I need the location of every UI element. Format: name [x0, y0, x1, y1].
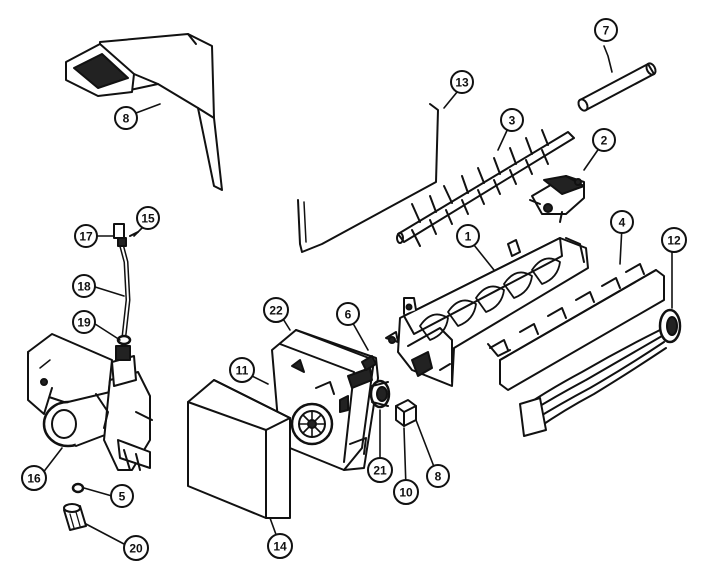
callout-10: 10 [393, 479, 419, 505]
part-fill-tube [113, 223, 139, 346]
callout-label: 3 [509, 114, 516, 128]
callout-13: 13 [450, 70, 474, 94]
callout-4: 4 [610, 210, 634, 234]
part-fill-duct [65, 33, 223, 191]
callout-7: 7 [594, 18, 618, 42]
callout-8-top: 8 [114, 106, 138, 130]
callout-label: 8 [435, 470, 442, 484]
callout-label: 22 [269, 304, 283, 318]
callout-3: 3 [500, 108, 524, 132]
part-coupling-gear [369, 379, 391, 409]
callout-2: 2 [592, 128, 616, 152]
callout-20: 20 [123, 535, 149, 561]
callout-label: 18 [77, 280, 91, 294]
part-switch-block [395, 399, 417, 427]
callout-16: 16 [21, 465, 47, 491]
callout-label: 5 [119, 490, 126, 504]
callout-label: 16 [27, 472, 41, 486]
part-ice-mold [397, 237, 589, 387]
callout-label: 8 [123, 112, 130, 126]
part-cap [63, 503, 87, 531]
callout-8-right: 8 [426, 464, 450, 488]
callout-label: 1 [465, 230, 472, 244]
callout-label: 20 [129, 542, 143, 556]
part-ejector-shaft [396, 129, 575, 247]
callout-21: 21 [367, 457, 393, 483]
callout-label: 10 [399, 486, 413, 500]
callout-1: 1 [456, 224, 480, 248]
callout-label: 12 [667, 234, 681, 248]
callout-6: 6 [336, 302, 360, 326]
callout-17: 17 [74, 224, 98, 248]
callout-label: 4 [619, 216, 626, 230]
part-rod [577, 62, 657, 112]
callout-22: 22 [263, 297, 289, 323]
callout-14: 14 [267, 533, 293, 559]
callout-11: 11 [229, 357, 255, 383]
part-water-valve [27, 333, 153, 471]
part-thermostat [529, 175, 585, 223]
callout-19: 19 [72, 310, 96, 334]
callout-label: 19 [77, 316, 91, 330]
callout-12: 12 [661, 227, 687, 253]
callout-label: 14 [273, 540, 287, 554]
callout-label: 13 [455, 76, 469, 90]
part-screw-clip [361, 331, 399, 371]
callout-label: 21 [373, 464, 387, 478]
part-cover [187, 379, 291, 519]
callout-label: 7 [603, 24, 610, 38]
callout-label: 15 [141, 212, 155, 226]
callout-label: 17 [79, 230, 93, 244]
callout-15: 15 [136, 206, 160, 230]
callout-18: 18 [72, 274, 96, 298]
callout-5: 5 [110, 484, 134, 508]
part-nut [71, 482, 85, 494]
part-shutoff-arm [297, 103, 439, 253]
part-motor-housing [271, 329, 379, 471]
callout-label: 11 [236, 364, 249, 378]
part-heater-rail [487, 263, 665, 391]
callout-label: 6 [345, 308, 352, 322]
part-wire-harness [519, 308, 682, 437]
callout-label: 2 [601, 134, 608, 148]
